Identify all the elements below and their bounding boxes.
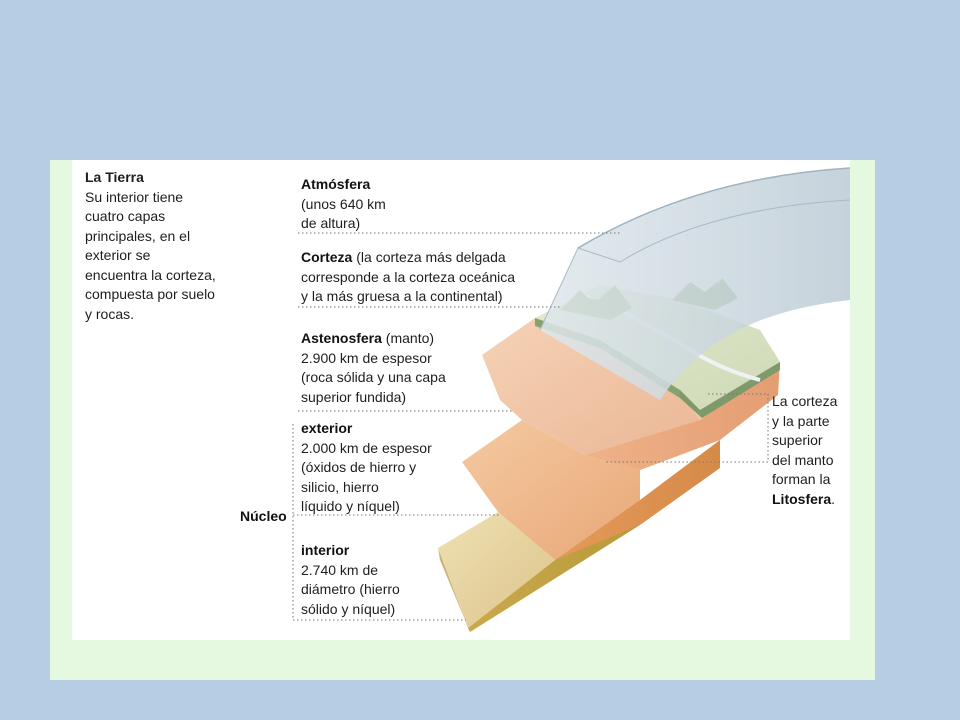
intro-text: La Tierra Su interior tiene cuatro capas… [85, 168, 216, 324]
atmosfera-title: Atmósfera [301, 176, 371, 192]
intro-line: y rocas. [85, 305, 135, 322]
label-corteza: Corteza (la corteza más delgada correspo… [301, 248, 515, 307]
exterior-line: silicio, hierro [301, 478, 379, 495]
corteza-title: Corteza [301, 249, 353, 265]
intro-line: Su interior tiene [85, 188, 184, 205]
label-astenosfera: Astenosfera (manto) 2.900 km de espesor … [301, 329, 446, 407]
astenosfera-title: Astenosfera [301, 330, 382, 346]
astenosfera-line: (roca sólida y una capa [301, 369, 446, 385]
intro-line: cuatro capas [85, 208, 166, 224]
leader-lines [292, 232, 769, 621]
litosfera-end: . [831, 490, 836, 507]
exterior-line: 2.000 km de espesor [301, 439, 432, 456]
litosfera-line: La corteza [772, 393, 838, 409]
astenosfera-line: superior fundida) [301, 388, 407, 405]
interior-line: 2.740 km de [301, 561, 379, 578]
corteza-first-line: (la corteza más delgada [352, 249, 506, 265]
label-nucleo-exterior: exterior 2.000 km de espesor (óxidos de … [301, 419, 432, 517]
exterior-title: exterior [301, 420, 353, 436]
label-nucleo: Núcleo [240, 508, 287, 524]
intro-line: exterior se [85, 247, 151, 263]
corteza-line: y la más gruesa a la continental) [301, 288, 503, 304]
intro-line: encuentra la corteza, [85, 266, 216, 283]
interior-line: diámetro (hierro [301, 581, 400, 597]
intro-title: La Tierra [85, 169, 144, 185]
litosfera-line: del manto [772, 451, 834, 468]
intro-line: principales, en el [85, 227, 191, 244]
label-atmosfera: Atmósfera (unos 640 km de altura) [301, 175, 386, 234]
exterior-line: (óxidos de hierro y [301, 459, 417, 475]
atmosfera-line: (unos 640 km [301, 195, 386, 212]
atmosphere-shell [539, 167, 851, 400]
intro-line: compuesta por suelo [85, 286, 215, 302]
astenosfera-line: 2.900 km de espesor [301, 349, 432, 366]
interior-title: interior [301, 542, 350, 558]
litosfera-line: forman la [772, 471, 831, 487]
litosfera-line: superior [772, 432, 823, 448]
label-nucleo-interior: interior 2.740 km de diámetro (hierro só… [301, 541, 400, 619]
exterior-line: líquido y níquel) [301, 498, 400, 514]
atmosfera-line: de altura) [301, 215, 361, 231]
litosfera-line: y la parte [772, 412, 830, 429]
litosfera-term: Litosfera [772, 490, 832, 507]
label-litosfera: La corteza y la parte superior del manto… [772, 392, 837, 509]
astenosfera-first-line: (manto) [381, 330, 435, 346]
interior-line: sólido y níquel) [301, 600, 396, 617]
corteza-line: corresponde a la corteza oceánica [301, 268, 516, 285]
